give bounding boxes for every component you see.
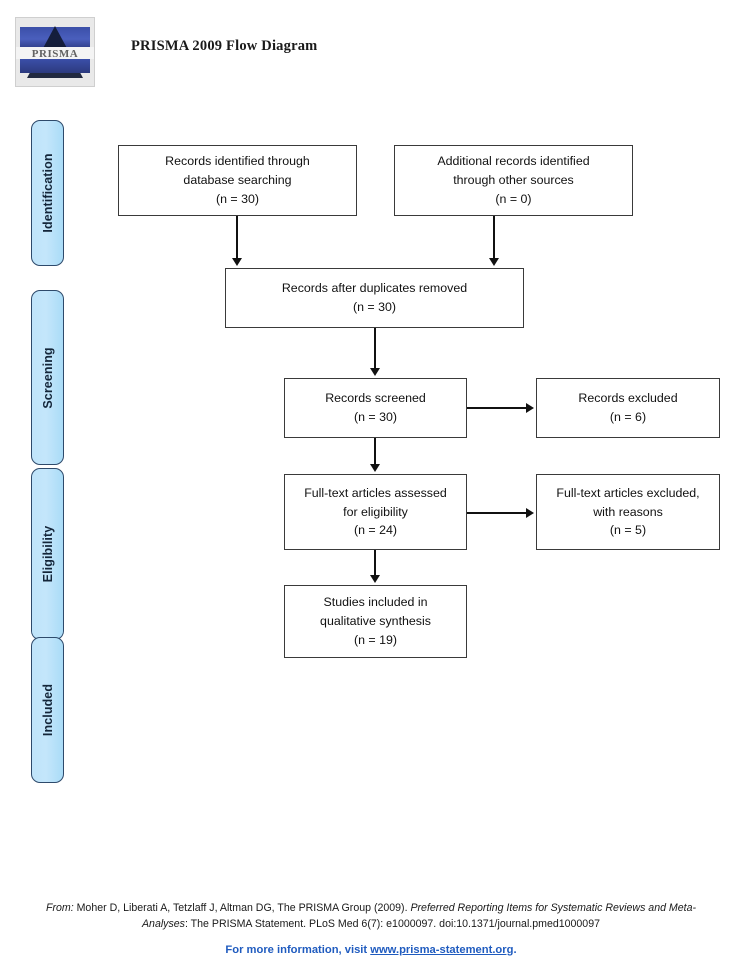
connector-identified-other-to-duplicates xyxy=(493,216,495,260)
box-fulltext-articles-excluded: Full-text articles excluded, with reason… xyxy=(536,474,720,550)
box-text-additional-records-other-sources: Additional records identified through ot… xyxy=(437,154,590,206)
more-information-line: For more information, visit www.prisma-s… xyxy=(36,944,706,956)
connector-screened-to-excluded xyxy=(467,407,528,409)
box-fulltext-articles-assessed: Full-text articles assessed for eligibil… xyxy=(284,474,467,550)
connector-fulltext-to-excluded xyxy=(467,512,528,514)
logo-wordmark: PRISMA xyxy=(31,48,79,60)
arrowhead-identified-other-to-duplicates xyxy=(489,258,499,266)
logo-white-band xyxy=(16,47,94,59)
stage-label-identification: Identification xyxy=(40,153,55,233)
connector-duplicates-to-screened xyxy=(374,328,376,370)
stage-label-eligibility: Eligibility xyxy=(40,525,55,583)
box-records-screened: Records screened (n = 30) xyxy=(284,378,467,438)
box-additional-records-other-sources: Additional records identified through ot… xyxy=(394,145,633,216)
prisma-logo: PRISMA xyxy=(15,17,95,87)
stage-pill-screening: Screening xyxy=(31,290,64,465)
more-information-period: . xyxy=(513,944,517,956)
box-text-records-after-duplicates-removed: Records after duplicates removed (n = 30… xyxy=(281,281,468,314)
stage-pill-identification: Identification xyxy=(31,120,64,266)
box-text-records-identified-database: Records identified through database sear… xyxy=(165,154,310,206)
stage-label-screening: Screening xyxy=(40,346,55,409)
more-information-label: For more information, visit xyxy=(225,944,371,956)
connector-fulltext-to-studies xyxy=(374,550,376,577)
box-text-records-screened: Records screened (n = 30) xyxy=(325,391,426,424)
box-text-studies-included-qualitative: Studies included in qualitative synthesi… xyxy=(320,595,431,647)
citation-article-title-part1: Preferred Reporting Items for Systematic… xyxy=(410,902,697,914)
citation-text: From: Moher D, Liberati A, Tetzlaff J, A… xyxy=(36,900,706,933)
box-records-excluded: Records excluded (n = 6) xyxy=(536,378,720,438)
box-text-fulltext-articles-excluded: Full-text articles excluded, with reason… xyxy=(556,485,700,538)
citation-authors: Moher D, Liberati A, Tetzlaff J, Altman … xyxy=(73,902,411,914)
stage-label-included: Included xyxy=(40,683,55,737)
arrowhead-fulltext-to-excluded xyxy=(526,508,534,518)
box-studies-included-qualitative: Studies included in qualitative synthesi… xyxy=(284,585,467,658)
stage-pill-included: Included xyxy=(31,637,64,783)
arrowhead-duplicates-to-screened xyxy=(370,368,380,376)
box-text-fulltext-articles-assessed: Full-text articles assessed for eligibil… xyxy=(304,485,447,538)
arrowhead-fulltext-to-studies xyxy=(370,575,380,583)
logo-blue-band-bottom xyxy=(20,59,90,73)
stage-pill-eligibility: Eligibility xyxy=(31,468,64,640)
box-records-after-duplicates-removed: Records after duplicates removed (n = 30… xyxy=(225,268,524,328)
arrowhead-identified-db-to-duplicates xyxy=(232,258,242,266)
citation-journal-info: : The PRISMA Statement. PLoS Med 6(7): e… xyxy=(184,918,600,931)
connector-identified-db-to-duplicates xyxy=(236,216,238,260)
connector-screened-to-fulltext xyxy=(374,438,376,466)
arrowhead-screened-to-fulltext xyxy=(370,464,380,472)
box-text-records-excluded: Records excluded (n = 6) xyxy=(578,391,678,424)
arrowhead-screened-to-excluded xyxy=(526,403,534,413)
citation-from-label: From: xyxy=(45,902,74,914)
prisma-statement-link[interactable]: www.prisma-statement.org xyxy=(370,944,514,956)
page-title: PRISMA 2009 Flow Diagram xyxy=(131,38,318,54)
citation-article-title-part2: Analyses xyxy=(141,918,185,931)
box-records-identified-database: Records identified through database sear… xyxy=(118,145,357,216)
